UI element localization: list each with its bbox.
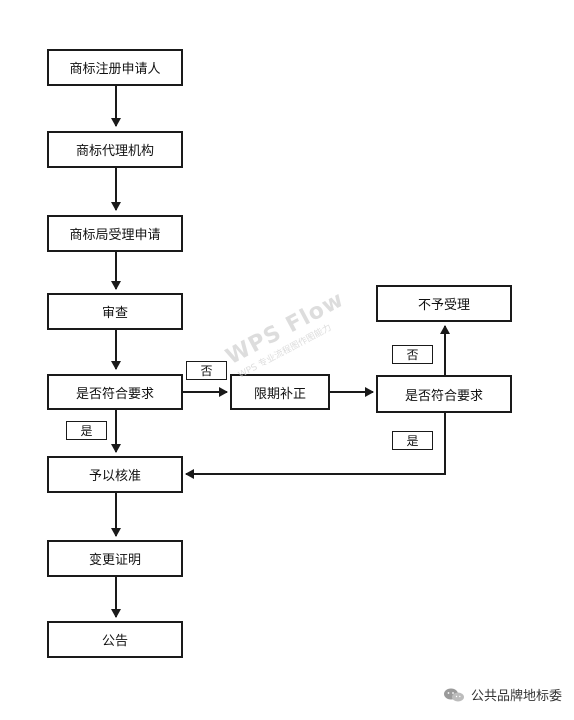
node-applicant: 商标注册申请人	[47, 49, 183, 86]
node-correction-deadline: 限期补正	[230, 374, 330, 410]
node-not-accepted: 不予受理	[376, 285, 512, 322]
wechat-icon	[443, 688, 464, 701]
node-compliance-check-1: 是否符合要求	[47, 374, 183, 410]
node-office-accept: 商标局受理申请	[47, 215, 183, 252]
node-review: 审查	[47, 293, 183, 330]
edge-check2-approved	[185, 413, 446, 479]
node-agency: 商标代理机构	[47, 131, 183, 168]
node-change-certificate: 变更证明	[47, 540, 183, 577]
label-no-1: 否	[186, 361, 227, 380]
label-yes-1: 是	[66, 421, 107, 440]
label-yes-2: 是	[392, 431, 433, 450]
node-compliance-check-2: 是否符合要求	[376, 375, 512, 413]
node-approved: 予以核准	[47, 456, 183, 493]
brand-footer: 公共品牌地标委	[443, 685, 562, 704]
label-no-2: 否	[392, 345, 433, 364]
node-announcement: 公告	[47, 621, 183, 658]
brand-name: 公共品牌地标委	[470, 689, 562, 704]
